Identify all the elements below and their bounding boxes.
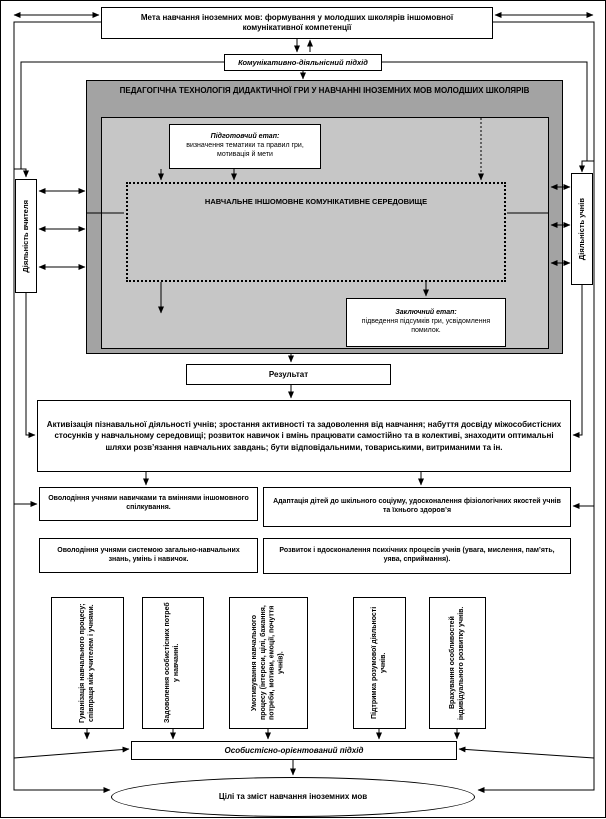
outcome-text: Розвиток і вдосконалення психічних проце…: [279, 547, 555, 563]
goals-content-label: Цілі та зміст навчання іноземних мов: [218, 792, 368, 801]
technology-title: ПЕДАГОГІЧНА ТЕХНОЛОГІЯ ДИДАКТИЧНОЇ ГРИ У…: [119, 86, 530, 95]
principle-text: Врахування особливостей індивідуального …: [448, 606, 465, 720]
personal-approach-label: Особистісно-орієнтований підхід: [224, 745, 364, 755]
final-stage-text: підведення підсумків гри, усвідомлення п…: [361, 318, 491, 334]
outcome-box-mental-processes: Розвиток і вдосконалення психічних проце…: [263, 538, 571, 574]
teacher-activity-label: Діяльність вчителя: [21, 199, 31, 273]
communicative-environment-box: НАВЧАЛЬНЕ ІНШОМОВНЕ КОМУНІКАТИВНЕ СЕРЕДО…: [126, 182, 506, 282]
result-box: Результат: [186, 364, 391, 385]
principle-text: Підтримка розумової діяльності учнів.: [370, 606, 387, 720]
result-label: Результат: [268, 369, 309, 379]
students-activity-bar: Діяльність учнів: [571, 173, 593, 285]
result-description-text: Активізація пізнавальної діяльності учні…: [46, 419, 562, 452]
outcome-text: Адаптація дітей до шкільного соціуму, уд…: [273, 498, 561, 514]
principle-text: Умотивування навчального процесу (інтере…: [251, 605, 285, 721]
communicative-environment-label: НАВЧАЛЬНЕ ІНШОМОВНЕ КОМУНІКАТИВНЕ СЕРЕДО…: [204, 197, 428, 206]
outcome-box-general-knowledge: Оволодіння учнями системою загально-навч…: [39, 538, 258, 573]
principle-box-humanization: Гуманізація навчального процесу; співпра…: [51, 597, 124, 729]
final-stage-title: Заключний етап:: [395, 309, 457, 317]
preparatory-stage-title: Підготовчий етап:: [210, 133, 280, 141]
communicative-approach-label: Комунікативно-діяльнісний підхід: [238, 57, 368, 67]
personal-approach-box: Особистісно-орієнтований підхід: [131, 741, 457, 760]
principle-box-motivation: Умотивування навчального процесу (інтере…: [229, 597, 308, 729]
result-description-box: Активізація пізнавальної діяльності учні…: [37, 400, 571, 472]
outcome-box-adaptation: Адаптація дітей до шкільного соціуму, уд…: [263, 487, 571, 527]
preparatory-stage-box: Підготовчий етап: визначення тематики та…: [169, 124, 321, 169]
principle-text: Гуманізація навчального процесу; співпра…: [78, 603, 95, 723]
principle-box-mental-support: Підтримка розумової діяльності учнів.: [353, 597, 406, 729]
outcome-text: Оволодіння учнями системою загально-навч…: [57, 546, 240, 563]
goals-content-ellipse: Цілі та зміст навчання іноземних мов: [111, 777, 475, 817]
goal-text: Мета навчання іноземних мов: формування …: [140, 13, 454, 32]
principle-text: Задоволення особистісних потреб у навчан…: [164, 602, 180, 724]
goal-box: Мета навчання іноземних мов: формування …: [101, 7, 493, 39]
communicative-approach-box: Комунікативно-діяльнісний підхід: [224, 54, 382, 71]
final-stage-box: Заключний етап: підведення підсумків гри…: [346, 298, 506, 347]
outcome-box-communication-skills: Оволодіння учнями навичками та вміннями …: [39, 487, 258, 521]
teacher-activity-bar: Діяльність вчителя: [15, 179, 37, 293]
principle-box-personal-needs: Задоволення особистісних потреб у навчан…: [142, 597, 204, 729]
principle-box-individual-development: Врахування особливостей індивідуального …: [429, 597, 486, 729]
outcome-text: Оволодіння учнями навичками та вміннями …: [48, 495, 249, 511]
students-activity-label: Діяльність учнів: [577, 197, 587, 261]
preparatory-stage-text: визначення тематики та правил гри, мотив…: [186, 142, 304, 158]
